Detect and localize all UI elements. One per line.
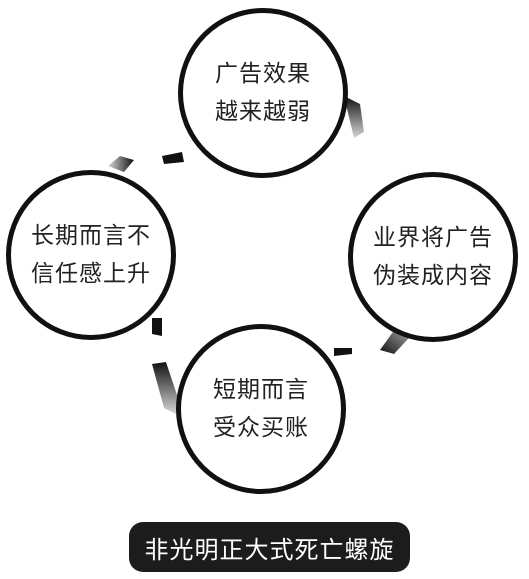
diagram-caption: 非光明正大式死亡螺旋 (129, 522, 410, 572)
node-text-line: 信任感上升 (31, 261, 151, 287)
arrow-left-to-top (108, 156, 134, 172)
arrow-left-to-top-head (162, 152, 184, 164)
node-long-term-distrust-rises: 长期而言不 信任感上升 (6, 170, 176, 340)
arrow-bottom-to-left (152, 362, 180, 414)
node-ad-effect-weakening: 广告效果 越来越弱 (178, 8, 348, 178)
node-text-line: 短期而言 (213, 377, 309, 403)
caption-text: 非光明正大式死亡螺旋 (144, 535, 395, 564)
node-text-line: 业界将广告 (373, 225, 493, 251)
node-short-term-audience-buys: 短期而言 受众买账 (176, 324, 346, 494)
node-text-line: 长期而言不 (31, 223, 151, 249)
arrow-top-to-right (344, 96, 364, 138)
node-ads-disguised-as-content: 业界将广告 伪装成内容 (348, 172, 518, 342)
node-text-line: 越来越弱 (215, 99, 311, 125)
node-text-line: 受众买账 (213, 415, 309, 441)
node-text-line: 广告效果 (215, 61, 311, 87)
node-text-line: 伪装成内容 (373, 263, 493, 289)
arrow-bottom-to-left-tail (152, 318, 162, 336)
arrow-right-to-bottom-tail (334, 348, 352, 356)
